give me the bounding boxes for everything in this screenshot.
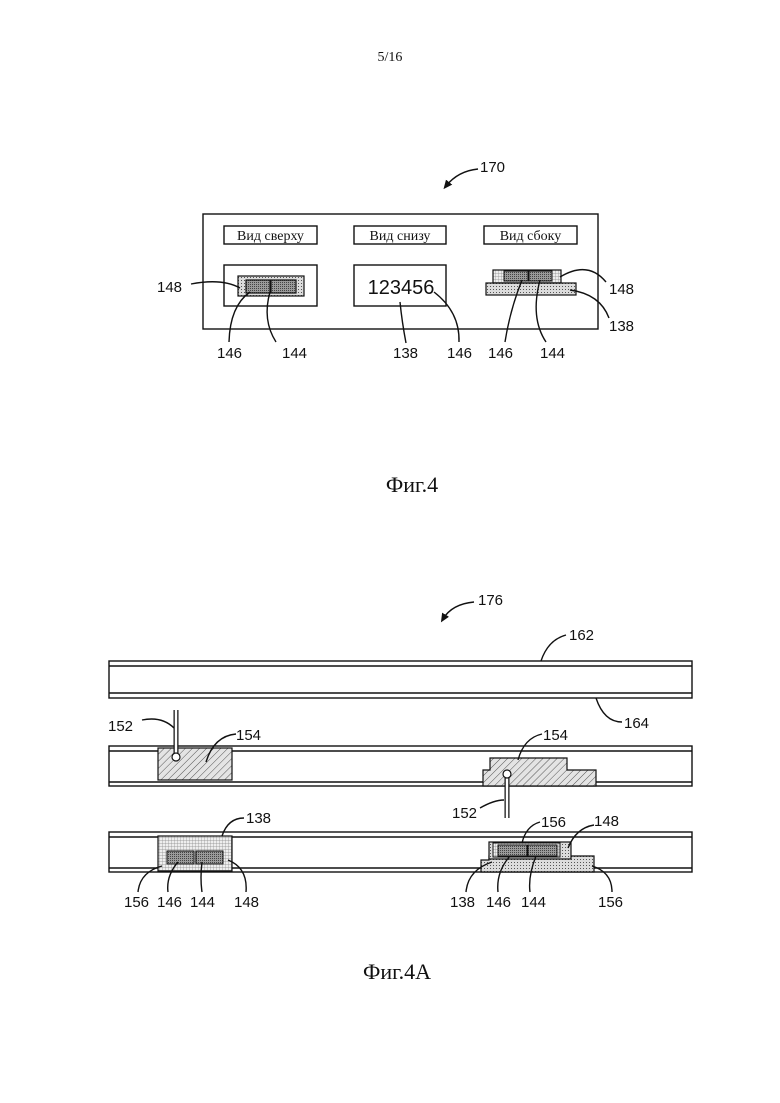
ref-176-arrow — [443, 602, 474, 619]
view-bottom-label: Вид снизу — [370, 229, 431, 244]
ref-144-top: 144 — [282, 345, 307, 362]
page-number: 5/16 — [378, 50, 403, 65]
ref-170-arrow — [446, 169, 478, 186]
ref-146-side: 146 — [488, 345, 513, 362]
ref-156-left: 156 — [124, 894, 149, 911]
ref-146-left: 146 — [157, 894, 182, 911]
side-view-element-146 — [504, 271, 528, 281]
ref-154-left: 154 — [236, 727, 261, 744]
ref-138-side: 138 — [609, 318, 634, 335]
ref-138-bottom: 138 — [393, 345, 418, 362]
ref-148-right: 148 — [594, 813, 619, 830]
ref-146-top: 146 — [217, 345, 242, 362]
fig4-caption: Фиг.4 — [386, 472, 438, 497]
ref-148-side: 148 — [609, 281, 634, 298]
ref-154-right: 154 — [543, 727, 568, 744]
view-top-label: Вид сверху — [237, 229, 304, 244]
element-144-left — [196, 851, 223, 864]
ref-138-right: 138 — [450, 894, 475, 911]
ref-152-left: 152 — [108, 718, 133, 735]
ref-156-right: 156 — [598, 894, 623, 911]
ref-146-right: 146 — [486, 894, 511, 911]
ref-144-left: 144 — [190, 894, 215, 911]
ref-138-left: 138 — [246, 810, 271, 827]
figure-4a: 176 162 164 152 154 152 154 — [108, 592, 692, 984]
ref-176-label: 176 — [478, 592, 503, 609]
ref-170-label: 170 — [480, 159, 505, 176]
element-146-left — [167, 851, 194, 864]
fig4a-caption: Фиг.4A — [363, 959, 431, 984]
ref-164: 164 — [624, 715, 649, 732]
serial-number-text: 123456 — [368, 277, 435, 299]
ref-152-right: 152 — [452, 805, 477, 822]
ref-144-right: 144 — [521, 894, 546, 911]
view-side-label: Вид сбоку — [500, 229, 562, 244]
top-view-element-144 — [271, 280, 296, 293]
element-144-right — [528, 845, 557, 856]
ref-148-left: 148 — [234, 894, 259, 911]
ref-162: 162 — [569, 627, 594, 644]
ref-148-top: 148 — [157, 279, 182, 296]
element-146-right — [498, 845, 527, 856]
top-view-element-146 — [246, 280, 270, 293]
side-view-element-144 — [529, 271, 552, 281]
ref-146-bottom: 146 — [447, 345, 472, 362]
ref-156-right-top: 156 — [541, 814, 566, 831]
adhesive-pad-154-left — [158, 748, 232, 780]
side-view-substrate-138 — [486, 283, 576, 295]
ref-144-side: 144 — [540, 345, 565, 362]
figure-4: 170 Вид сверху Вид снизу Вид сбоку 148 1… — [157, 159, 634, 497]
